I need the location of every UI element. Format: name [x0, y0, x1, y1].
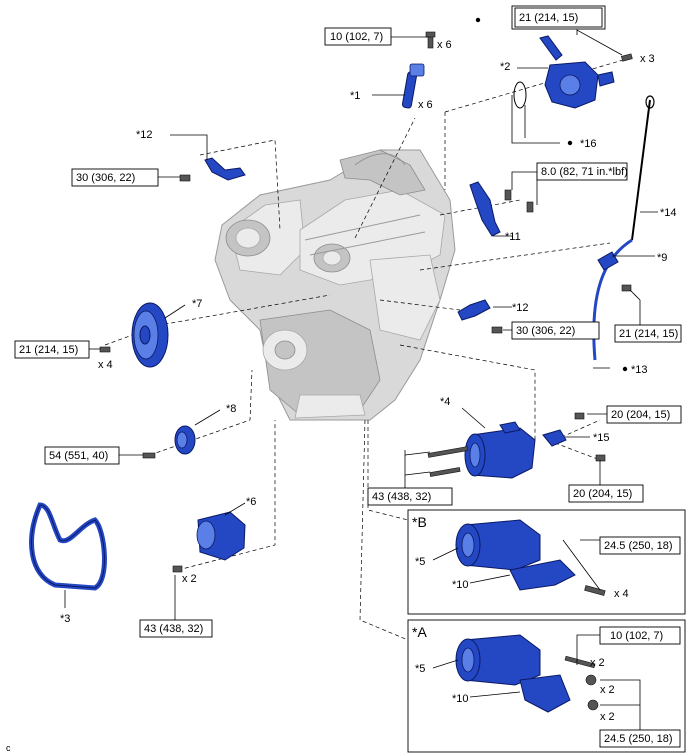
- label-part-4: *4: [440, 396, 450, 408]
- qty-coil: x 6: [418, 99, 433, 111]
- label-part-13: *13: [631, 364, 648, 376]
- qty-box-a-1: x 2: [590, 657, 605, 669]
- coil-bolt: [425, 31, 436, 49]
- torque-compressor-left: 43 (438, 32): [372, 491, 431, 503]
- label-part-11: *11: [505, 231, 521, 243]
- label-part-14: *14: [660, 207, 677, 219]
- compressor-a: [455, 634, 599, 713]
- label-part-5-box-a: *5: [415, 663, 425, 675]
- label-part-6: *6: [246, 496, 256, 508]
- torque-crank-pulley: 21 (214, 15): [19, 344, 78, 356]
- qty-box-a-3: x 2: [600, 711, 615, 723]
- marker-dot-16: [567, 140, 573, 146]
- torque-box-b: 24.5 (250, 18): [604, 540, 673, 552]
- marker-dot-13: [622, 366, 628, 372]
- torque-bracket-left: 30 (306, 22): [76, 172, 135, 184]
- qty-coil-bolt: x 6: [437, 39, 452, 51]
- idler-pulley: [142, 425, 196, 459]
- o-ring: [513, 81, 527, 109]
- label-part-2: *2: [500, 61, 510, 73]
- qty-tensioner-bolt: x 2: [182, 573, 197, 585]
- leader-lines: [64, 29, 658, 730]
- label-part-10-box-a: *10: [452, 693, 469, 705]
- label-part-5-box-b: *5: [415, 556, 425, 568]
- marker-dot-top: [475, 17, 481, 23]
- engine-illustration: [214, 149, 456, 421]
- part-labels: *1 *2 *3 *4 *5 *5 *6 *7 *8 *9 *10 *10 *1…: [60, 61, 677, 705]
- label-part-16: *16: [580, 138, 597, 150]
- torque-box-a-top: 10 (102, 7): [610, 630, 663, 642]
- torque-coil-bolt: 10 (102, 7): [330, 31, 383, 43]
- qty-pulley-bolt: x 4: [98, 359, 113, 371]
- label-part-12-right: *12: [512, 302, 529, 314]
- torque-bracket-right: 30 (306, 22): [516, 325, 575, 337]
- torque-compressor-lower-right: 20 (204, 15): [573, 488, 632, 500]
- corner-letter: c: [6, 743, 11, 753]
- torque-boxes: [14, 5, 682, 748]
- ignition-coil: [401, 63, 425, 109]
- label-part-1: *1: [350, 90, 360, 102]
- box-a-title: *A: [412, 624, 427, 640]
- torque-idler-pulley: 54 (551, 40): [49, 450, 108, 462]
- compressor-main: [427, 412, 606, 479]
- bracket-right: [457, 299, 503, 334]
- torque-labels: 10 (102, 7) 21 (214, 15) 30 (306, 22) 8.…: [19, 12, 678, 745]
- wire-bracket: [469, 181, 534, 237]
- label-part-8: *8: [226, 403, 236, 415]
- crankshaft-pulley: [99, 302, 169, 368]
- oil-dipstick: [631, 95, 655, 241]
- label-part-10-box-b: *10: [452, 579, 469, 591]
- bracket-left: [179, 157, 246, 182]
- pump-bolt: [621, 53, 633, 62]
- torque-tensioner: 43 (438, 32): [144, 623, 203, 635]
- qty-box-a-2: x 2: [600, 684, 615, 696]
- vacuum-pump: [539, 35, 615, 109]
- label-part-7: *7: [192, 298, 202, 310]
- label-part-9: *9: [657, 252, 667, 264]
- belt-tensioner: [172, 511, 246, 573]
- label-part-15: *15: [593, 432, 610, 444]
- torque-compressor-upper-right: 20 (204, 15): [611, 409, 670, 421]
- qty-box-b: x 4: [614, 588, 629, 600]
- torque-vacuum-pump: 21 (214, 15): [519, 12, 578, 24]
- quantity-labels: x 6 x 6 x 3 x 4 x 2 x 4 x 2 x 2 x 2: [98, 39, 655, 723]
- torque-wire-bracket: 8.0 (82, 71 in.*lbf): [541, 166, 628, 178]
- torque-dipstick-guide: 21 (214, 15): [619, 328, 678, 340]
- box-b-title: *B: [412, 514, 427, 530]
- qty-pump-bolt: x 3: [640, 53, 655, 65]
- dipstick-guide: [592, 238, 633, 361]
- v-ribbed-belt: [29, 502, 107, 591]
- compressor-b: [455, 519, 606, 596]
- detail-box-b: [407, 509, 686, 615]
- torque-box-a-bottom: 24.5 (250, 18): [604, 733, 673, 745]
- label-part-12-left: *12: [136, 129, 153, 141]
- label-part-3: *3: [60, 613, 70, 625]
